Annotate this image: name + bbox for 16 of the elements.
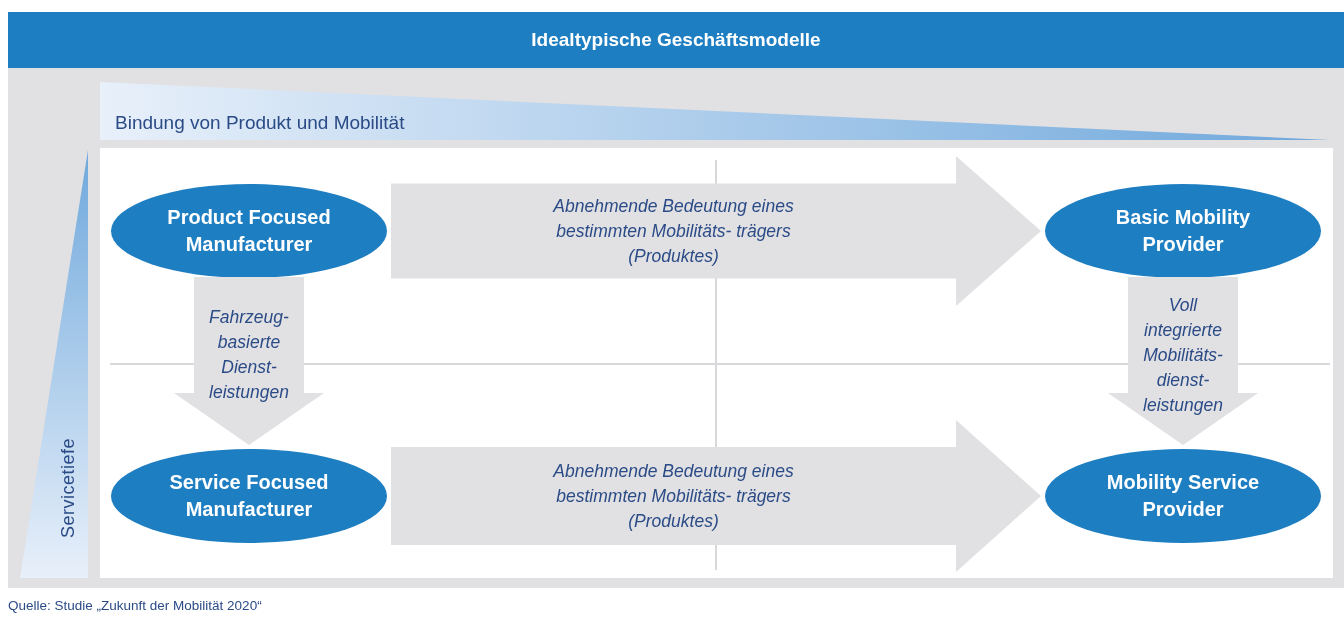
block-arrow	[391, 156, 1041, 306]
edge-label: Fahrzeug- basierte Dienst- leistungen	[208, 306, 290, 404]
block-arrow	[1108, 277, 1258, 445]
block-arrow	[391, 420, 1041, 572]
title-bar: Idealtypische Geschäftsmodelle	[8, 12, 1344, 68]
edge-label: Voll integrierte Mobilitäts- dienst- leistungen	[1142, 293, 1224, 417]
block-arrow	[174, 277, 324, 445]
node-label: Product Focused Manufacturer	[166, 205, 332, 257]
node-label: Mobility Service Provider	[1105, 470, 1261, 522]
edge-label: Abnehmende Bedeutung eines bestimmten Mobilitäts- trägers (Produktes)	[551, 194, 795, 268]
axis-label: Servicetiefe	[58, 438, 79, 539]
axis-label: Bindung von Produkt und Mobilität	[115, 112, 405, 134]
source-note: Quelle: Studie „Zukunft der Mobilität 2020“	[8, 598, 262, 613]
edge-label: Abnehmende Bedeutung eines bestimmten Mobilitäts- trägers (Produktes)	[551, 459, 795, 533]
node-label: Basic Mobility Provider	[1114, 205, 1252, 257]
node-label: Service Focused Manufacturer	[168, 470, 330, 522]
